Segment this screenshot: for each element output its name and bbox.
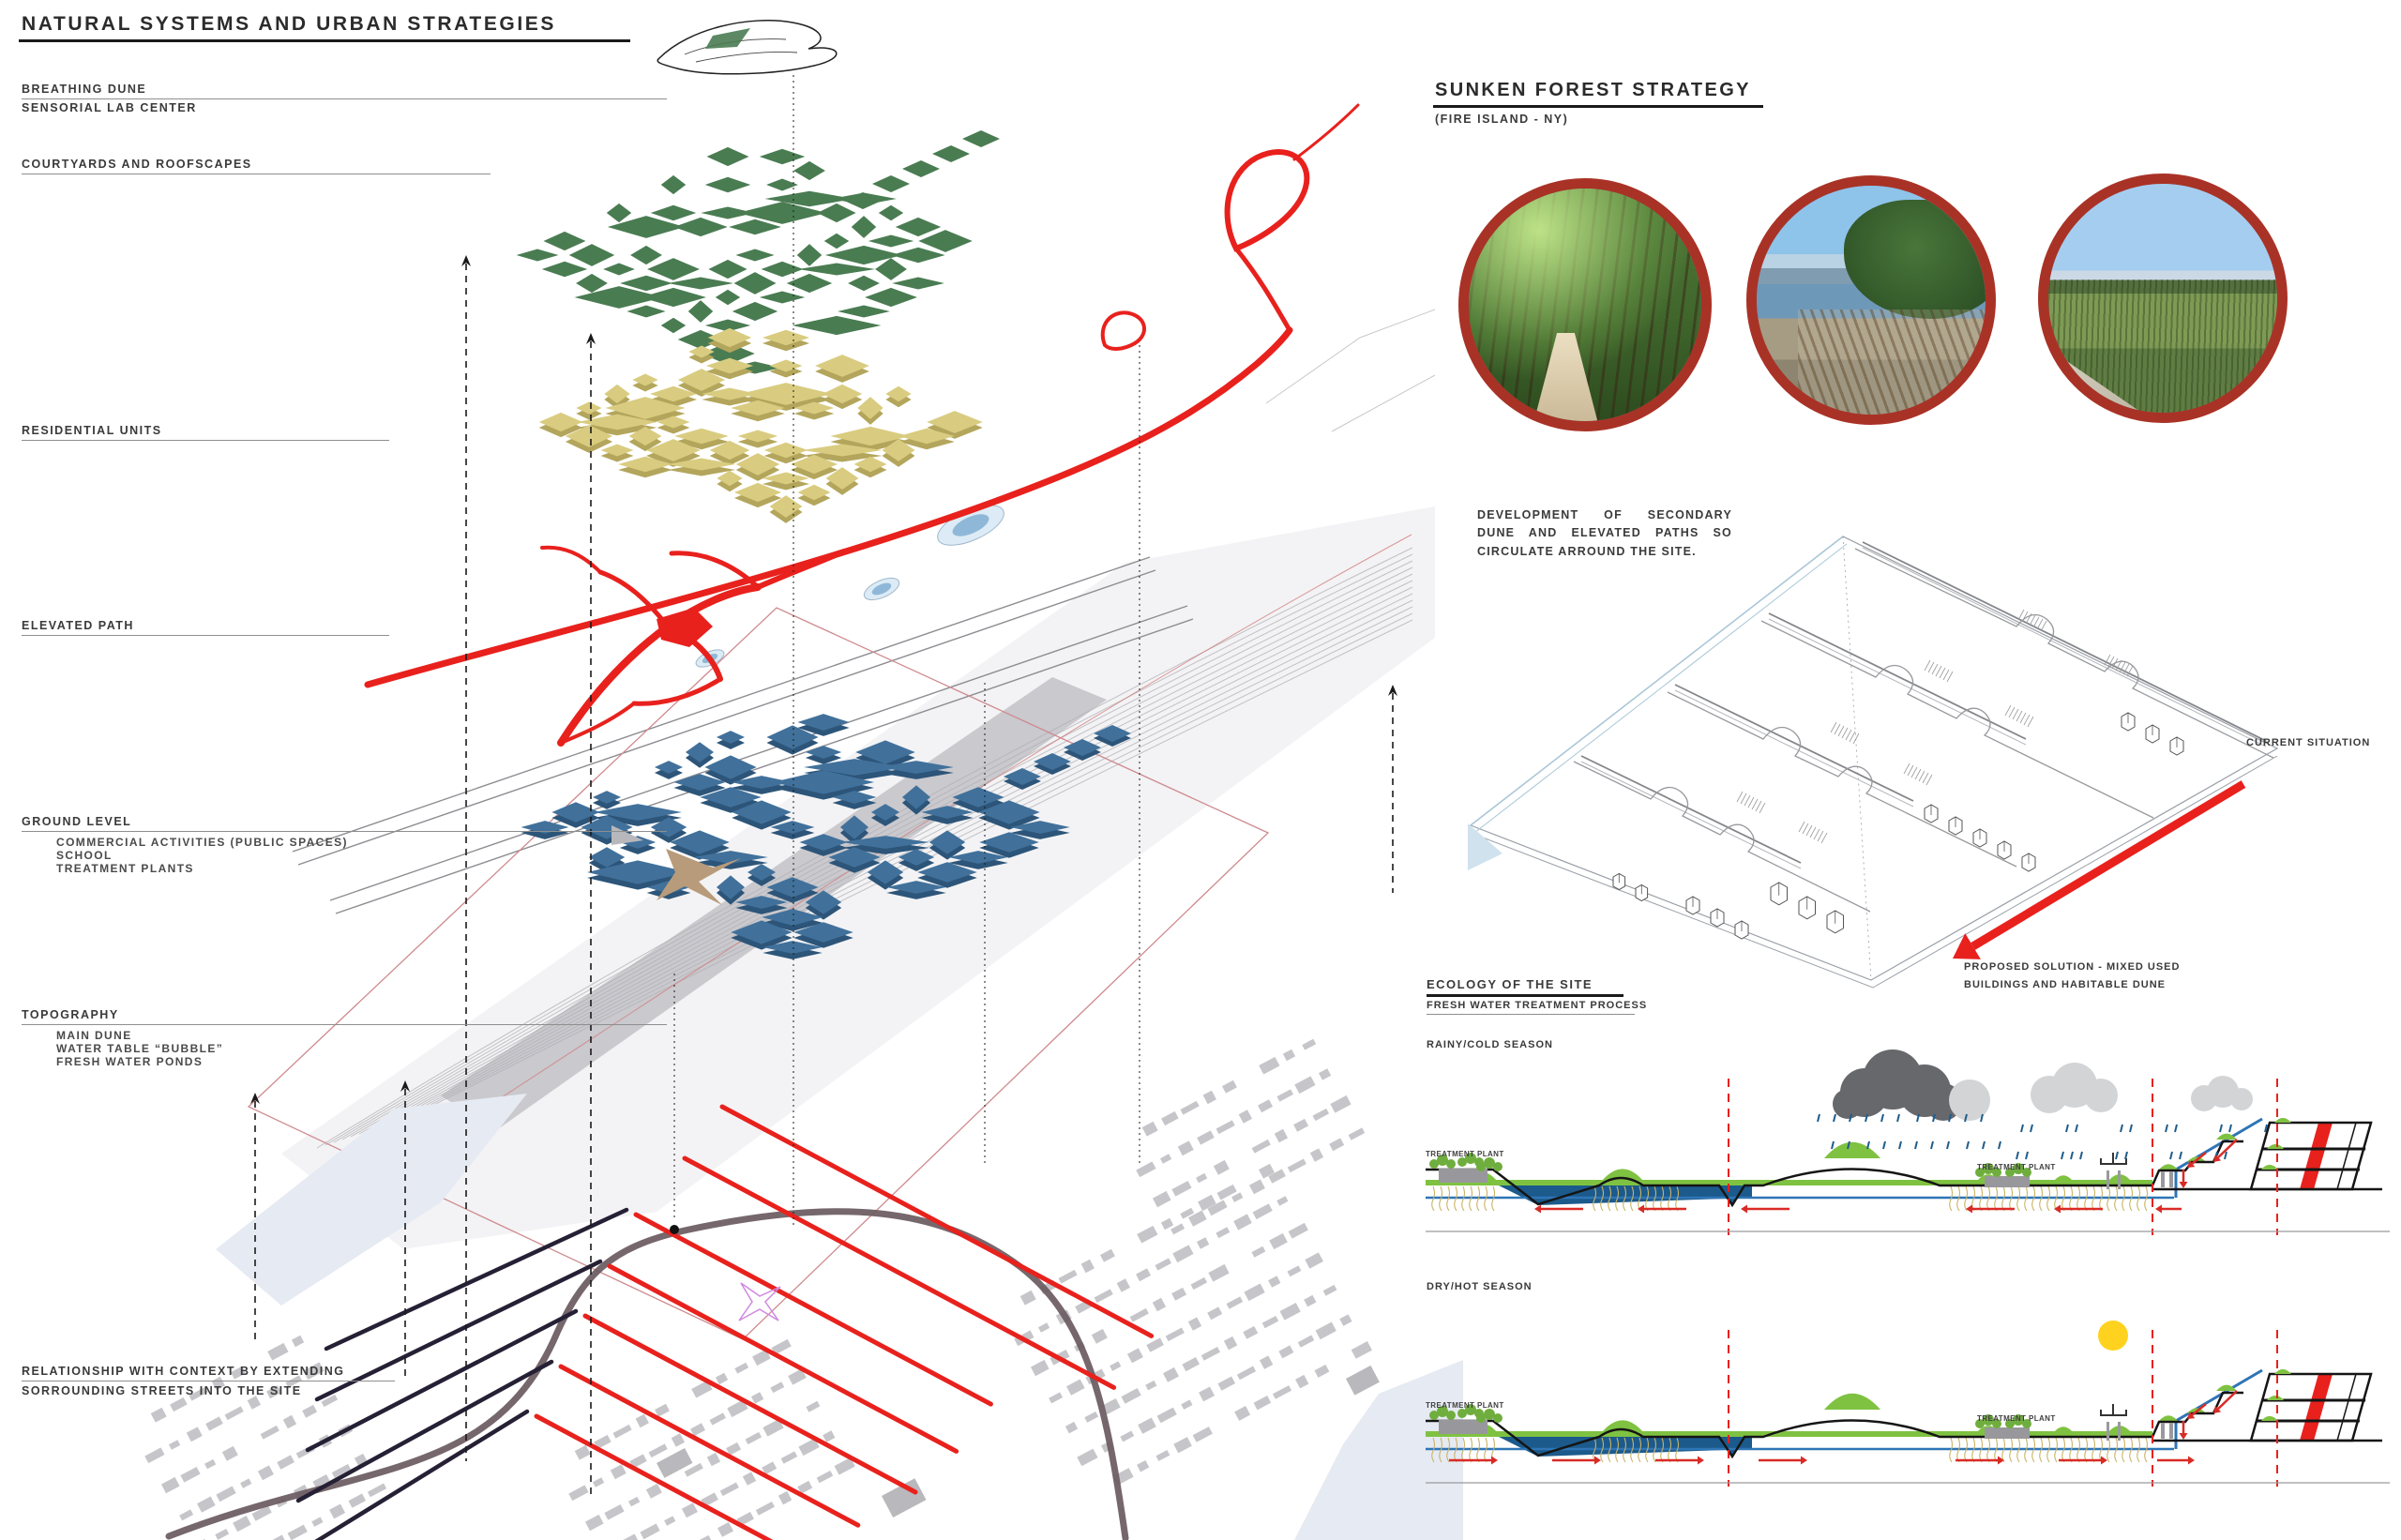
label-breathing-dune: BREATHING DUNE [22,83,147,96]
red-elevated-path [364,103,1360,747]
ecology-subtitle-rule [1427,1014,1635,1015]
label-school: SCHOOL [56,849,113,862]
breathing-dune-sketch [657,20,838,75]
label-water-table: WATER TABLE “BUBBLE” [56,1042,224,1055]
ecology-subtitle: FRESH WATER TREATMENT PROCESS [1427,1000,1648,1011]
rainy-season-section [1426,1049,2390,1235]
label-rule [22,831,667,832]
shoreline-erosion-photo [1746,175,1996,425]
right-subtitle: (FIRE ISLAND - NY) [1435,113,1569,126]
label-main-dune: MAIN DUNE [56,1029,132,1042]
label-context-line2: SORROUNDING STREETS INTO THE SITE [22,1384,302,1397]
marsh-photo-sky-grass [2048,184,2277,413]
proposed-solution-label: PROPOSED SOLUTION - MIXED USED BUILDINGS… [1964,961,2181,990]
dry-season-section [1426,1321,2390,1487]
treatment-plant-label: TREATMENT PLANT [1977,1414,2056,1423]
ecology-title-underline [1427,994,1623,997]
label-courtyards: COURTYARDS AND ROOFSCAPES [22,158,252,171]
treatment-plant-label: TREATMENT PLANT [1426,1401,1504,1410]
sunken-forest-axon [1468,536,2279,989]
label-fresh-water-ponds: FRESH WATER PONDS [56,1055,204,1068]
ground-layer-details [612,825,741,905]
shore-photo-driftwood [1797,309,1986,415]
label-treatment-plants: TREATMENT PLANTS [56,862,194,875]
left-title: NATURAL SYSTEMS AND URBAN STRATEGIES [22,13,557,35]
projection-lines [250,75,1397,1494]
label-context-line1: RELATIONSHIP WITH CONTEXT BY EXTENDING [22,1365,345,1378]
yellow-residential-layer [538,327,983,523]
label-sensorial-lab: SENSORIAL LAB CENTER [22,101,197,114]
label-topography: TOPOGRAPHY [22,1008,119,1021]
dry-season-label: DRY/HOT SEASON [1427,1281,1533,1292]
label-rule [22,98,667,99]
label-commercial: COMMERCIAL ACTIVITIES (PUBLIC SPACES) [56,836,348,849]
label-elevated-path: ELEVATED PATH [22,619,134,632]
sunken-forest-boardwalk-photo [1458,178,1712,431]
rainy-season-label: RAINY/COLD SEASON [1427,1039,1553,1050]
marsh-grassland-photo [2038,174,2288,423]
green-roofscapes-layer [516,130,1000,374]
right-title-underline [1433,105,1763,108]
current-situation-label: CURRENT SITUATION [2246,737,2371,748]
development-note: DEVELOPMENT OF SECONDARY DUNE AND ELEVAT… [1477,508,1732,558]
treatment-plant-label: TREATMENT PLANT [1977,1163,2056,1171]
label-rule [22,1024,667,1025]
label-rule [22,635,389,636]
label-residential: RESIDENTIAL UNITS [22,424,162,437]
label-ground-level: GROUND LEVEL [22,815,132,828]
label-rule [22,440,389,441]
right-title: SUNKEN FOREST STRATEGY [1435,80,1751,100]
shore-photo-trees [1843,199,1986,319]
left-title-underline [19,39,630,42]
treatment-plant-label: TREATMENT PLANT [1426,1150,1504,1158]
context-city-plan [144,309,1463,1540]
blue-ground-layer [521,714,1131,959]
ecology-title: ECOLOGY OF THE SITE [1427,977,1593,991]
